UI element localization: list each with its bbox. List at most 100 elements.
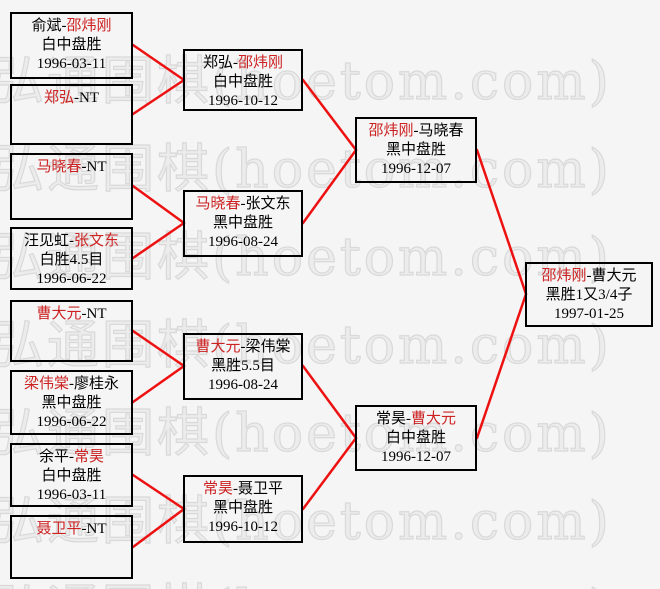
watermark-text: 弘通围棋(hoetom.com) bbox=[0, 491, 612, 552]
match-players: 俞斌-邵炜刚 bbox=[12, 17, 131, 36]
player-name: 曹大元 bbox=[591, 268, 637, 284]
player-name: 俞斌 bbox=[31, 18, 62, 34]
match-box: 马晓春-NT bbox=[10, 153, 133, 220]
connector-line bbox=[131, 184, 186, 225]
match-players: 邵炜刚-曹大元 bbox=[527, 267, 651, 286]
player-separator: - bbox=[69, 449, 74, 465]
connector-line bbox=[475, 148, 528, 296]
match-box: 梁伟棠-廖桂永 黑中盘胜 1996-06-22 bbox=[10, 370, 133, 435]
match-result: 白中盘胜 bbox=[41, 37, 102, 53]
player-name: 廖桂永 bbox=[74, 376, 120, 392]
player-name: 曹大元 bbox=[411, 411, 457, 427]
player-name: 曹大元 bbox=[36, 306, 82, 322]
match-players: 余平-常昊 bbox=[12, 448, 131, 467]
watermark-text: 弘通围棋(hoetom.com) bbox=[0, 567, 612, 589]
match-date: 1996-12-07 bbox=[381, 449, 451, 465]
match-box: 曹大元-梁伟棠 黑胜5.5目 1996-08-24 bbox=[183, 333, 303, 400]
player-name: 邵炜刚 bbox=[238, 55, 284, 71]
connector-line bbox=[301, 78, 358, 152]
player-name: 聂卫平 bbox=[36, 521, 82, 537]
match-result: 白中盘胜 bbox=[385, 430, 446, 446]
match-date: 1997-01-25 bbox=[554, 306, 624, 322]
connector-line bbox=[475, 292, 528, 440]
connector-line bbox=[131, 221, 186, 260]
match-box: 郑弘-NT bbox=[10, 84, 133, 145]
match-result: 白中盘胜 bbox=[212, 74, 273, 90]
connector-line bbox=[131, 364, 186, 404]
player-name: 张文东 bbox=[74, 233, 120, 249]
connector-line bbox=[131, 473, 186, 511]
match-players: 邵炜刚-马晓春 bbox=[357, 122, 475, 141]
player-name: 汪见虹 bbox=[23, 233, 69, 249]
match-box: 曹大元-NT bbox=[10, 300, 133, 362]
player-name: 马晓春 bbox=[195, 196, 241, 212]
match-result: 黑中盘胜 bbox=[212, 215, 273, 231]
player-name: 余平 bbox=[38, 449, 69, 465]
player-name: NT bbox=[86, 159, 107, 175]
player-name: 常昊 bbox=[202, 481, 233, 497]
player-separator: - bbox=[240, 339, 246, 355]
connector-line bbox=[301, 364, 358, 440]
match-result: 白胜4.5目 bbox=[39, 252, 104, 268]
player-name: 曹大元 bbox=[195, 339, 241, 355]
player-name: 郑弘 bbox=[43, 90, 74, 106]
match-players: 曹大元-梁伟棠 bbox=[185, 338, 301, 357]
match-players: 汪见虹-张文东 bbox=[12, 232, 131, 251]
connector-line bbox=[131, 507, 186, 549]
match-date: 1996-08-24 bbox=[208, 234, 278, 250]
player-separator: - bbox=[413, 123, 419, 139]
match-date: 1996-12-07 bbox=[381, 161, 451, 177]
match-box: 常昊-曹大元 白中盘胜 1996-12-07 bbox=[355, 405, 477, 471]
match-box: 常昊-聂卫平 黑中盘胜 1996-10-12 bbox=[183, 475, 303, 543]
match-box: 马晓春-张文东 黑中盘胜 1996-08-24 bbox=[183, 190, 303, 257]
player-separator: - bbox=[69, 376, 74, 392]
match-players: 梁伟棠-廖桂永 bbox=[12, 375, 131, 394]
connector-line bbox=[131, 43, 186, 82]
player-separator: - bbox=[81, 306, 87, 322]
connector-line bbox=[131, 329, 186, 368]
player-name: 马晓春 bbox=[36, 159, 82, 175]
connector-line bbox=[131, 78, 186, 116]
match-players: 郑弘-NT bbox=[12, 89, 131, 108]
player-name: 常昊 bbox=[74, 449, 105, 465]
match-date: 1996-10-12 bbox=[208, 93, 278, 109]
match-players: 马晓春-张文东 bbox=[185, 195, 301, 214]
connector-line bbox=[301, 436, 358, 511]
player-separator: - bbox=[586, 268, 592, 284]
match-players: 聂卫平-NT bbox=[12, 520, 131, 539]
watermark-text: 弘通围棋(hoetom.com) bbox=[0, 139, 612, 200]
match-result: 黑中盘胜 bbox=[385, 142, 446, 158]
player-name: 张文东 bbox=[245, 196, 291, 212]
player-name: 郑弘 bbox=[202, 55, 233, 71]
player-name: 邵炜刚 bbox=[541, 268, 587, 284]
player-name: 常昊 bbox=[375, 411, 406, 427]
player-separator: - bbox=[406, 411, 411, 427]
player-name: 邵炜刚 bbox=[66, 18, 112, 34]
player-name: 梁伟棠 bbox=[23, 376, 69, 392]
player-separator: - bbox=[69, 233, 74, 249]
match-result: 白中盘胜 bbox=[41, 468, 102, 484]
player-separator: - bbox=[74, 90, 79, 106]
match-result: 黑胜1又3/4子 bbox=[545, 287, 633, 303]
match-result: 黑胜5.5目 bbox=[211, 358, 275, 374]
match-box: 汪见虹-张文东 白胜4.5目 1996-06-22 bbox=[10, 227, 133, 290]
player-separator: - bbox=[240, 196, 246, 212]
connector-line bbox=[301, 148, 358, 225]
match-players: 郑弘-邵炜刚 bbox=[185, 54, 301, 73]
match-date: 1996-08-24 bbox=[208, 377, 278, 393]
player-name: NT bbox=[86, 521, 107, 537]
match-players: 马晓春-NT bbox=[12, 158, 131, 177]
player-name: 马晓春 bbox=[418, 123, 464, 139]
player-name: NT bbox=[79, 90, 99, 106]
match-date: 1996-06-22 bbox=[36, 271, 107, 287]
match-result: 黑中盘胜 bbox=[212, 500, 273, 516]
match-box: 俞斌-邵炜刚 白中盘胜 1996-03-11 bbox=[10, 12, 133, 79]
match-box: 邵炜刚-马晓春 黑中盘胜 1996-12-07 bbox=[355, 117, 477, 183]
match-players: 曹大元-NT bbox=[12, 305, 131, 324]
player-separator: - bbox=[233, 55, 238, 71]
player-separator: - bbox=[233, 481, 238, 497]
match-date: 1996-06-22 bbox=[36, 414, 107, 430]
match-players: 常昊-聂卫平 bbox=[185, 480, 301, 499]
